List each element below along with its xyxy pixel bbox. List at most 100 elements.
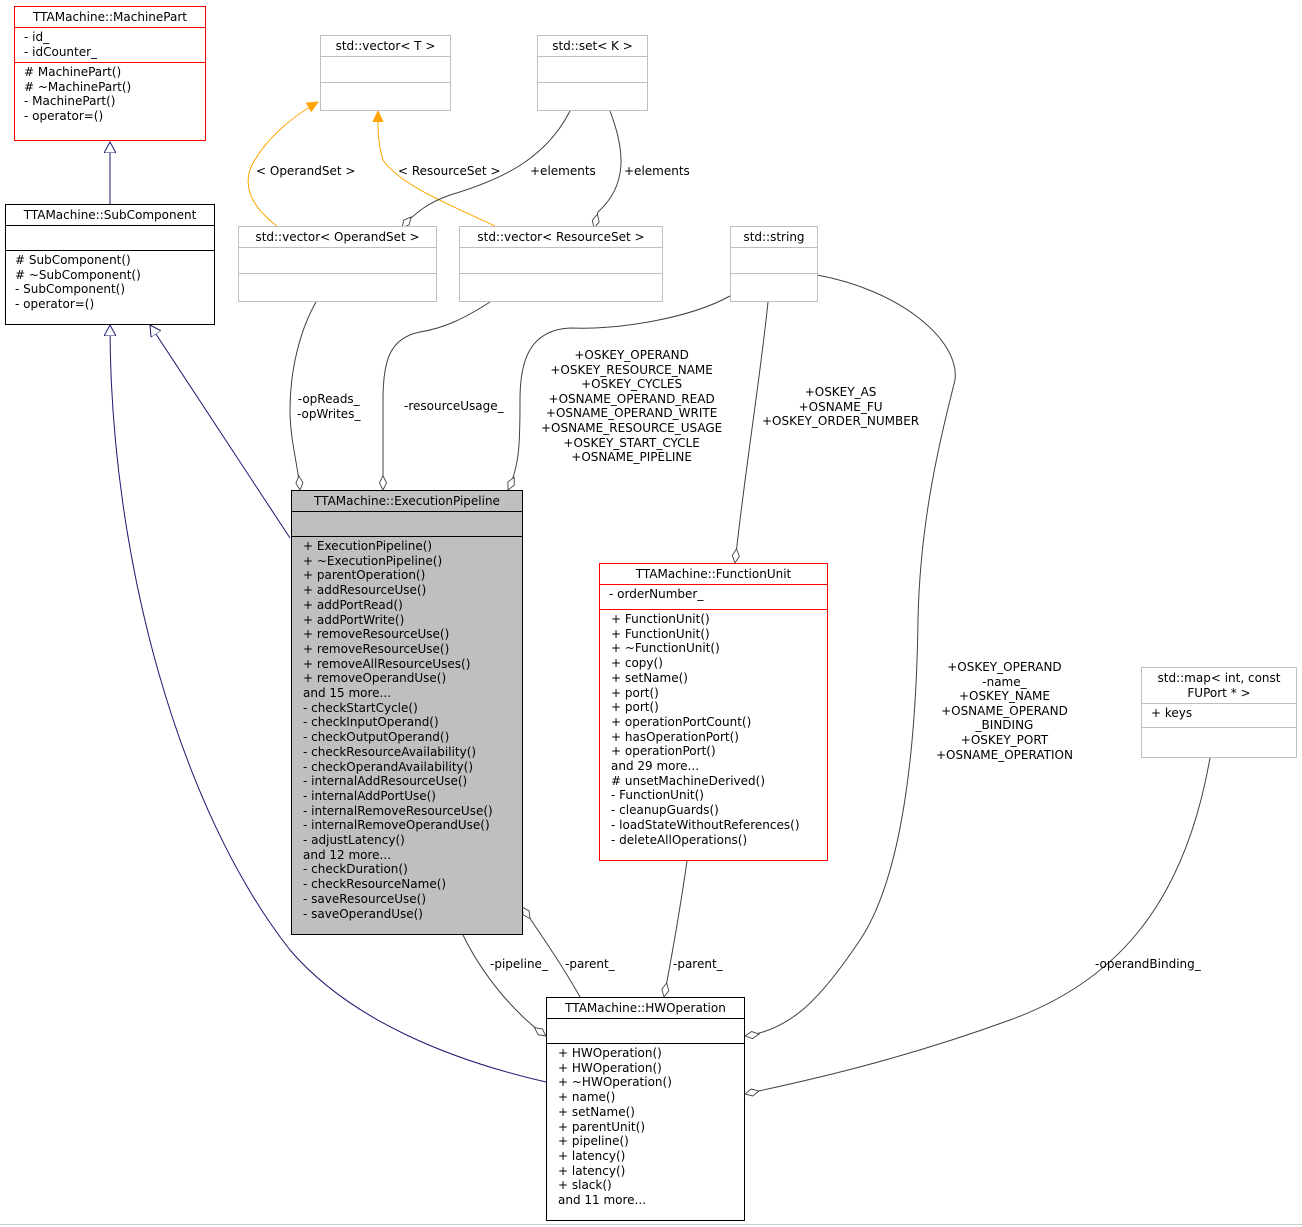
attribute-list [460,247,662,273]
method: - internalRemoveOperandUse() [303,818,490,833]
method: - operator=() [15,297,95,312]
label-string-pipeline: +OSKEY_OPERAND+OSKEY_RESOURCE_NAME+OSKEY… [541,348,722,465]
label-line: +OSKEY_OPERAND [574,348,689,362]
method: - saveOperandUse() [303,906,423,921]
method: - internalRemoveResourceUse() [303,803,493,818]
class-subcomponent[interactable]: TTAMachine::SubComponent # SubComponent(… [5,204,215,325]
class-functionunit[interactable]: TTAMachine::FunctionUnit - orderNumber_ … [599,563,828,861]
method: + addPortRead() [303,597,403,612]
attribute-list [547,1018,744,1043]
label-operandbinding: -operandBinding_ [1095,957,1201,971]
attribute-list [731,247,817,273]
method: + port() [611,700,659,715]
edge-functionunit-hwoperation [664,860,688,997]
method: + addPortWrite() [303,612,405,627]
method: + slack() [558,1178,612,1193]
label-pipeline: -pipeline_ [490,957,548,971]
method: + FunctionUnit() [611,612,710,626]
method: + setName() [558,1104,635,1119]
class-title: std::map< int, const FUPort * > [1142,668,1296,703]
method: - checkResourceName() [303,877,447,892]
class-title-line: std::map< int, const [1157,671,1281,685]
label-string-functionunit: +OSKEY_AS+OSNAME_FU+OSKEY_ORDER_NUMBER [762,385,919,429]
method: and 15 more... [303,686,392,701]
label-line: +OSNAME_OPERAND_WRITE [545,406,718,421]
attribute-list [292,511,522,536]
label-parent: -parent_ [673,957,723,971]
edge-map-hwoperation [745,757,1211,1094]
class-title-line: FUPort * > [1187,686,1251,700]
attribute-list: + keys [1142,703,1296,727]
class-title: std::vector< OperandSet > [255,230,420,244]
method: + ~FunctionUnit() [611,641,720,656]
method-list: + ExecutionPipeline()+ ~ExecutionPipelin… [292,536,522,923]
class-title: TTAMachine::HWOperation [565,1001,726,1015]
label-line: +OSKEY_AS [804,385,877,399]
label-elements: +elements [624,164,690,178]
method-list: # SubComponent() # ~SubComponent() - Sub… [6,250,214,314]
method: - deleteAllOperations() [611,832,748,847]
method: + latency() [558,1163,626,1178]
method: - checkInputOperand() [303,715,439,730]
class-vector-resourceset[interactable]: std::vector< ResourceSet > [459,226,663,302]
edge-hwoperation-subcomponent [110,325,547,1083]
method: + HWOperation() [558,1046,662,1060]
method: + removeResourceUse() [303,641,450,656]
label-line: -name_ [982,674,1027,689]
attribute-list [538,56,647,82]
method: + setName() [611,670,688,685]
edge-string-pipeline [508,295,731,490]
class-string[interactable]: std::string [730,226,818,302]
method-list [239,273,436,298]
attribute: - id_ [24,30,50,44]
class-executionpipeline[interactable]: TTAMachine::ExecutionPipeline + Executio… [291,490,523,935]
label-line: -opReads_ [297,392,360,406]
class-vector-t[interactable]: std::vector< T > [320,35,451,111]
attribute-list [239,247,436,273]
label-line: +OSNAME_RESOURCE_USAGE [541,420,723,435]
method-list [1142,727,1296,751]
class-set-k[interactable]: std::set< K > [537,35,648,111]
label-line: +OSNAME_OPERAND [941,703,1068,718]
method: + addResourceUse() [303,583,427,598]
method: + ~HWOperation() [558,1075,672,1090]
method: + port() [611,685,659,700]
method: # MachinePart() [24,65,122,79]
method: + removeAllResourceUses() [303,656,471,671]
attribute: - idCounter_ [24,44,98,59]
method: + operationPort() [611,744,716,759]
method: # ~MachinePart() [24,79,132,94]
method: # unsetMachineDerived() [611,773,766,788]
method-list [538,82,647,107]
method: - MachinePart() [24,94,116,109]
label-line: +OSKEY_RESOURCE_NAME [550,362,713,377]
method: + hasOperationPort() [611,729,739,744]
edge-operandset-pipeline [289,301,317,490]
class-title: TTAMachine::FunctionUnit [635,567,792,581]
label-line: +OSNAME_OPERATION [936,747,1073,762]
method-list [460,273,662,298]
method: - operator=() [24,109,104,124]
method: + parentOperation() [303,568,426,583]
class-title: TTAMachine::MachinePart [33,10,187,24]
method: and 11 more... [558,1193,647,1208]
method: + FunctionUnit() [611,626,710,641]
label-line: +OSNAME_PIPELINE [571,450,692,465]
class-title: TTAMachine::SubComponent [23,208,197,222]
label-line: +OSKEY_OPERAND [947,660,1062,674]
class-machinepart[interactable]: TTAMachine::MachinePart - id_ - idCounte… [14,6,206,141]
edge-pipeline-subcomponent [150,325,291,539]
label-line: +OSKEY_CYCLES [581,377,683,392]
label-line: +OSKEY_ORDER_NUMBER [762,414,920,429]
method: - saveResourceUse() [303,891,427,906]
class-title: std::string [743,230,805,244]
class-hwoperation[interactable]: TTAMachine::HWOperation + HWOperation()+… [546,997,745,1221]
method: + name() [558,1090,616,1105]
method: # ~SubComponent() [15,267,141,282]
class-map[interactable]: std::map< int, const FUPort * > + keys [1141,667,1297,758]
class-vector-operandset[interactable]: std::vector< OperandSet > [238,226,437,302]
edge-string-functionunit [735,301,769,563]
method-list: + FunctionUnit()+ FunctionUnit()+ ~Funct… [600,609,827,849]
label-operandset: < OperandSet > [256,164,356,178]
attribute-list: - orderNumber_ [600,584,827,609]
